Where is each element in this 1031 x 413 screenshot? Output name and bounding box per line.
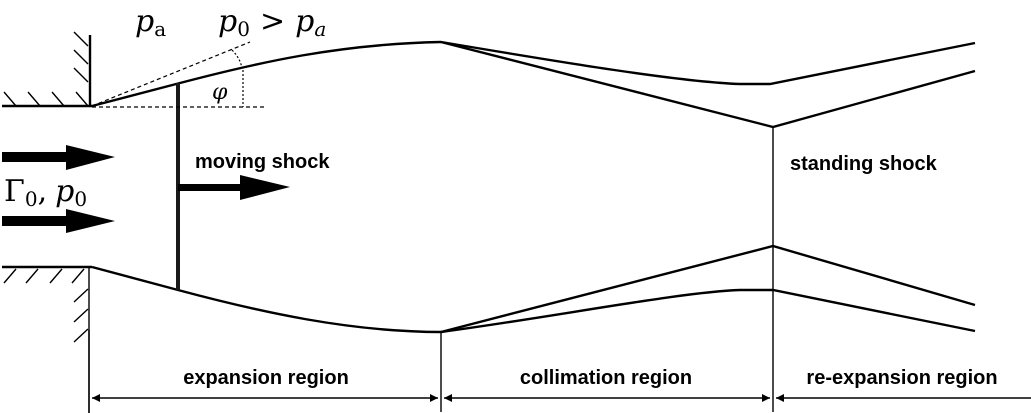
nozzle-wall-bottom — [2, 265, 92, 413]
inflow-arrow-lower — [2, 209, 115, 233]
moving-shock-arrow — [178, 175, 290, 200]
nozzle-wall-top — [2, 31, 92, 108]
label-ambient-pressure: pa — [135, 4, 166, 41]
jet-boundary-top — [91, 40, 442, 108]
inflow-arrow-upper — [2, 145, 115, 170]
label-collimation-region: collimation region — [520, 367, 692, 389]
label-standing-shock: standing shock — [790, 153, 938, 175]
label-pressure-condition: p0>pa — [218, 4, 326, 41]
label-opening-angle: φ — [212, 80, 228, 105]
collimation-outer-bottom — [440, 288, 976, 334]
dimension-collimation-region — [444, 394, 770, 402]
label-reexpansion-region: re-expansion region — [806, 367, 997, 389]
label-expansion-region: expansion region — [183, 367, 349, 389]
label-moving-shock: moving shock — [195, 151, 330, 173]
dimension-expansion-region — [92, 394, 438, 402]
angle-arc — [231, 49, 243, 69]
jet-boundary-bottom — [91, 265, 442, 334]
dimension-reexpansion-region — [776, 394, 1031, 402]
label-inflow-conditions: Γ0,p0 — [4, 174, 87, 211]
collimation-outer-top — [440, 40, 976, 86]
dashed-pressure-line — [91, 41, 251, 107]
